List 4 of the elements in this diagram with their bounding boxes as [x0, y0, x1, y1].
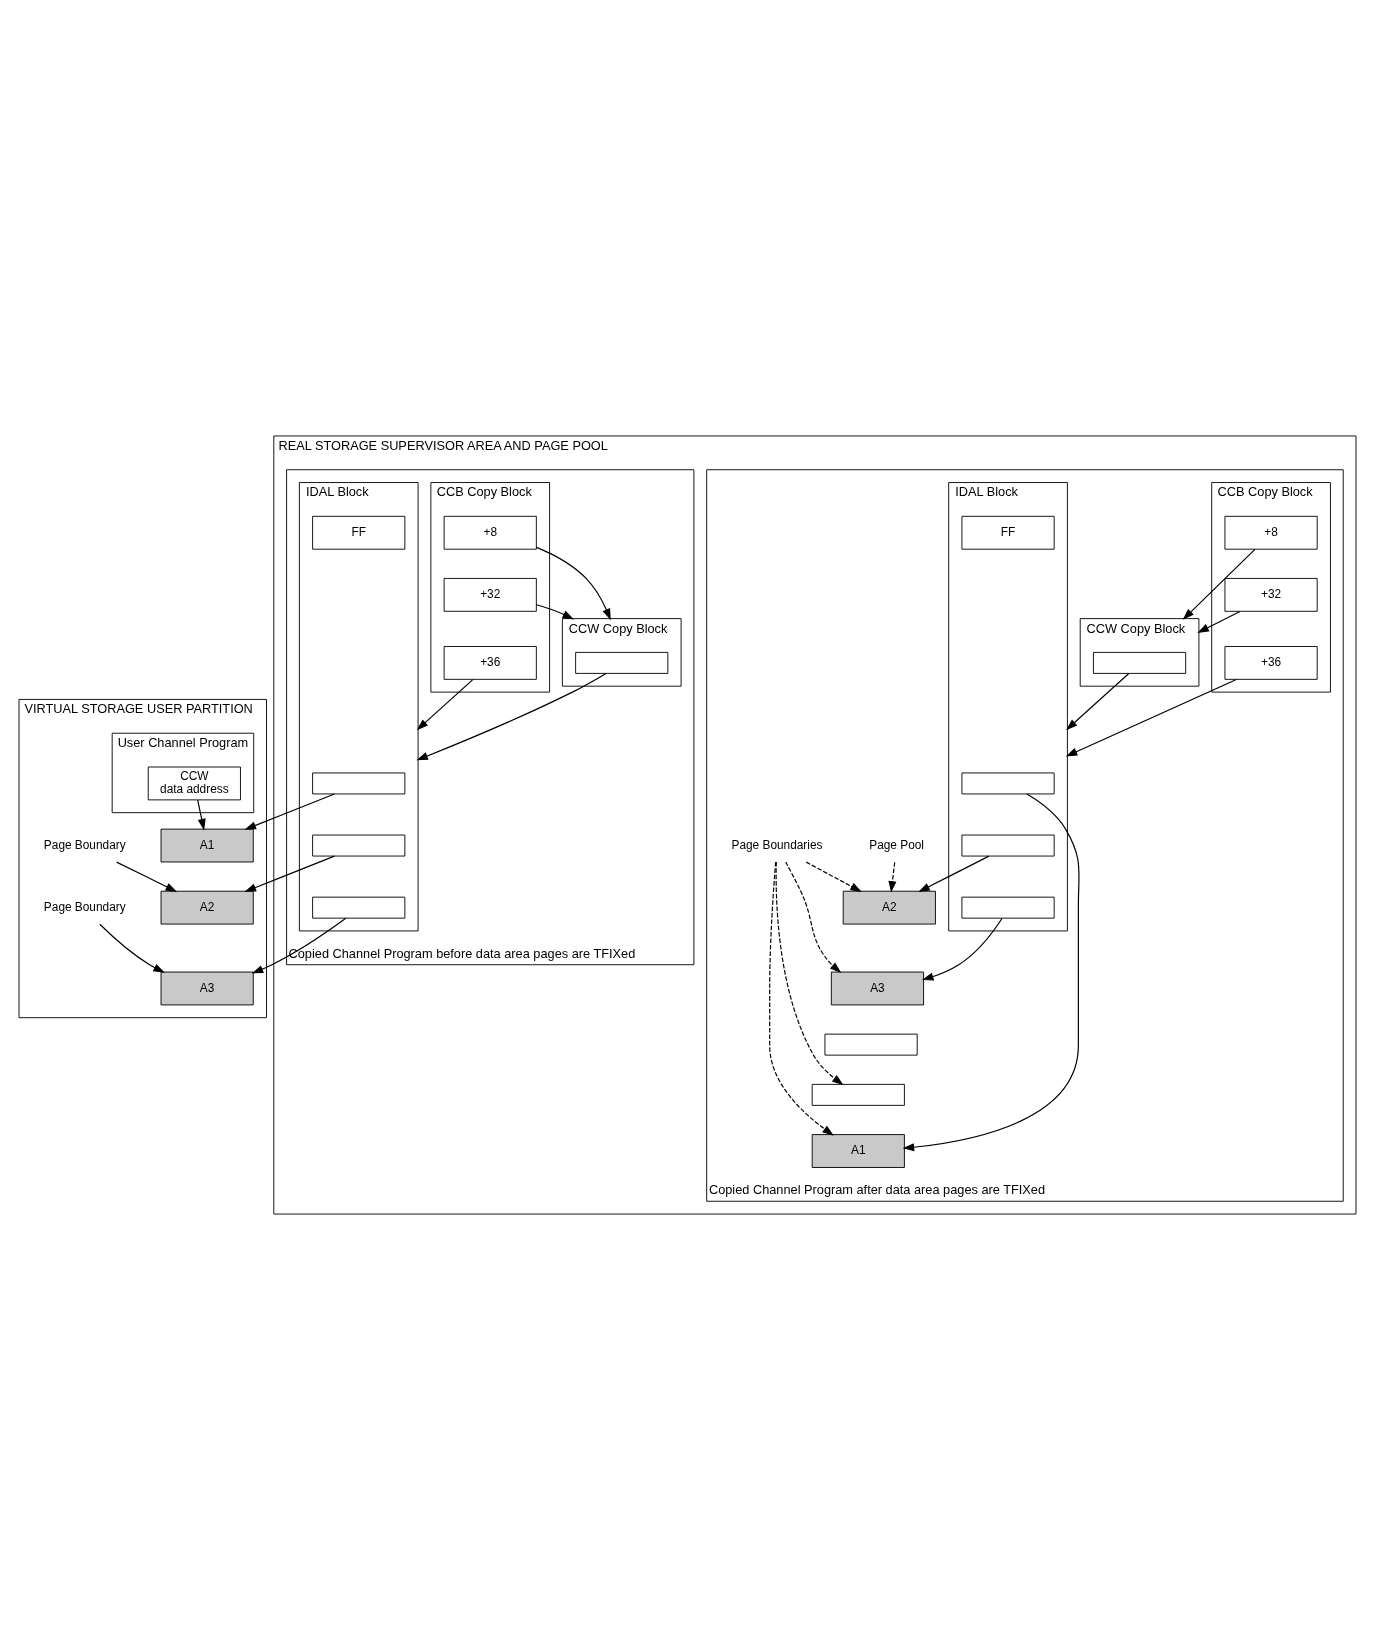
node-text: Page Pool: [869, 837, 924, 852]
node-text: Page Boundary: [43, 899, 126, 914]
node-text: Page Boundaries: [731, 837, 823, 852]
node-text: Page Boundary: [43, 837, 126, 852]
